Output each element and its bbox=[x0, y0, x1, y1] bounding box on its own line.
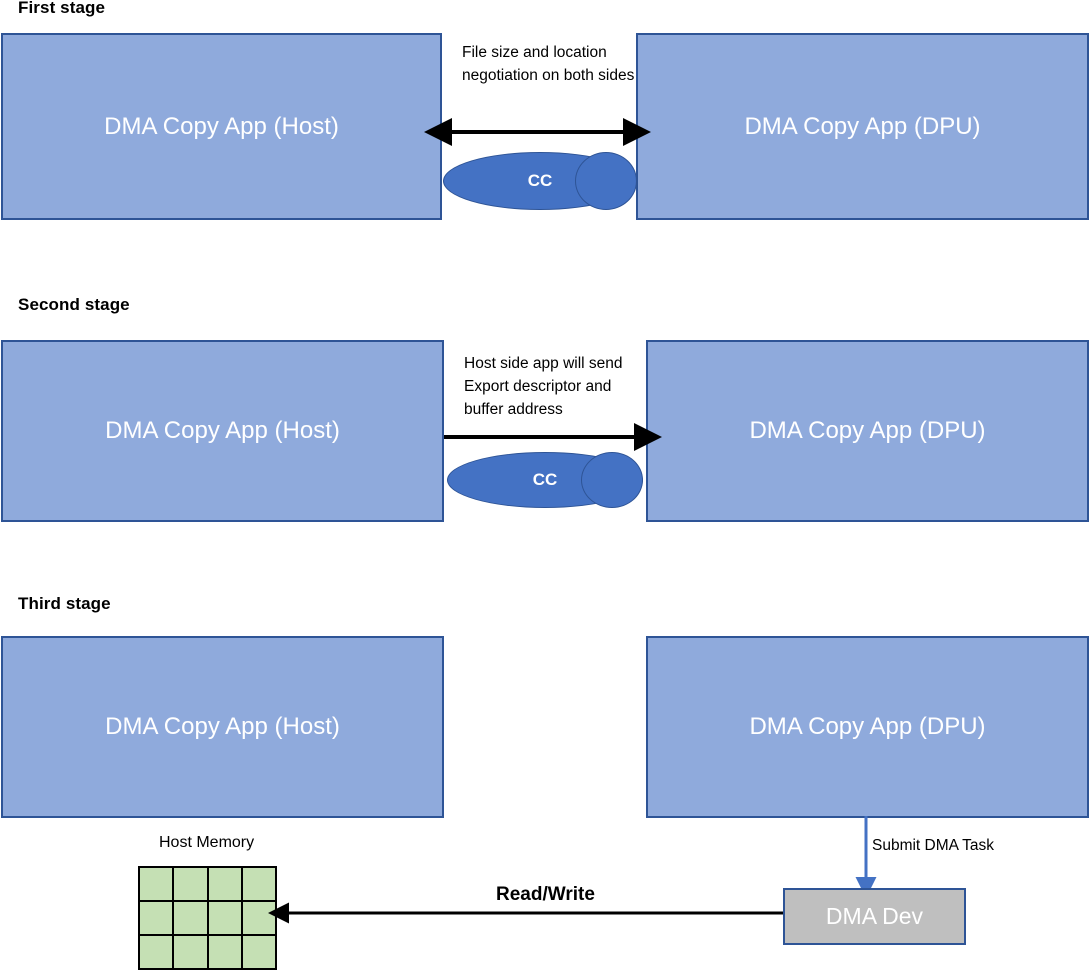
stage2-note: Host side app will send Export descripto… bbox=[464, 355, 623, 418]
cylinder-cap bbox=[575, 152, 637, 210]
memory-cell bbox=[208, 902, 243, 936]
stage2-rightward-arrow bbox=[444, 423, 662, 451]
stage1-heading: First stage bbox=[18, 0, 106, 17]
stage2-heading: Second stage bbox=[18, 295, 130, 314]
stage3-host-app-label: DMA Copy App (Host) bbox=[105, 713, 340, 740]
submit-dma-task-label: Submit DMA Task bbox=[872, 837, 995, 854]
stage1-cc-cylinder: CC bbox=[443, 152, 637, 210]
cylinder-cap bbox=[581, 452, 643, 508]
read-write-label: Read/Write bbox=[496, 884, 595, 905]
memory-cell bbox=[174, 936, 209, 970]
stage1-bidirectional-arrow bbox=[424, 118, 651, 146]
stage1-cc-label: CC bbox=[527, 171, 553, 190]
stage3-dpu-app-label: DMA Copy App (DPU) bbox=[749, 713, 986, 740]
dma-dev-box: DMA Dev bbox=[783, 888, 966, 945]
memory-cell bbox=[242, 936, 277, 970]
dma-dev-label: DMA Dev bbox=[825, 903, 924, 929]
memory-cell bbox=[174, 902, 209, 936]
stage2-host-app-box: DMA Copy App (Host) bbox=[1, 340, 444, 522]
stage1-host-app-box: DMA Copy App (Host) bbox=[1, 33, 442, 220]
stage2-dpu-app-label: DMA Copy App (DPU) bbox=[749, 417, 986, 444]
memory-cell bbox=[140, 936, 175, 970]
memory-cell bbox=[174, 868, 209, 902]
memory-cell bbox=[242, 868, 277, 902]
stage1-dpu-app-box: DMA Copy App (DPU) bbox=[636, 33, 1089, 220]
memory-cell bbox=[140, 902, 175, 936]
submit-dma-task-arrow bbox=[855, 816, 877, 898]
memory-cell bbox=[208, 868, 243, 902]
host-memory-grid bbox=[138, 866, 277, 970]
stage1-dpu-app-label: DMA Copy App (DPU) bbox=[744, 112, 981, 140]
host-memory-label: Host Memory bbox=[159, 834, 255, 851]
stage3-host-app-box: DMA Copy App (Host) bbox=[1, 636, 444, 818]
memory-cell bbox=[140, 868, 175, 902]
stage2-dpu-app-box: DMA Copy App (DPU) bbox=[646, 340, 1089, 522]
read-write-arrow bbox=[268, 902, 784, 924]
stage2-cc-label: CC bbox=[532, 470, 558, 489]
stage3-heading: Third stage bbox=[18, 594, 111, 613]
stage1-note: File size and location negotiation on bo… bbox=[462, 44, 635, 84]
memory-cell bbox=[208, 936, 243, 970]
stage3-dpu-app-box: DMA Copy App (DPU) bbox=[646, 636, 1089, 818]
stage2-host-app-label: DMA Copy App (Host) bbox=[105, 417, 340, 444]
stage1-host-app-label: DMA Copy App (Host) bbox=[104, 112, 339, 140]
stage2-cc-cylinder: CC bbox=[447, 452, 643, 508]
